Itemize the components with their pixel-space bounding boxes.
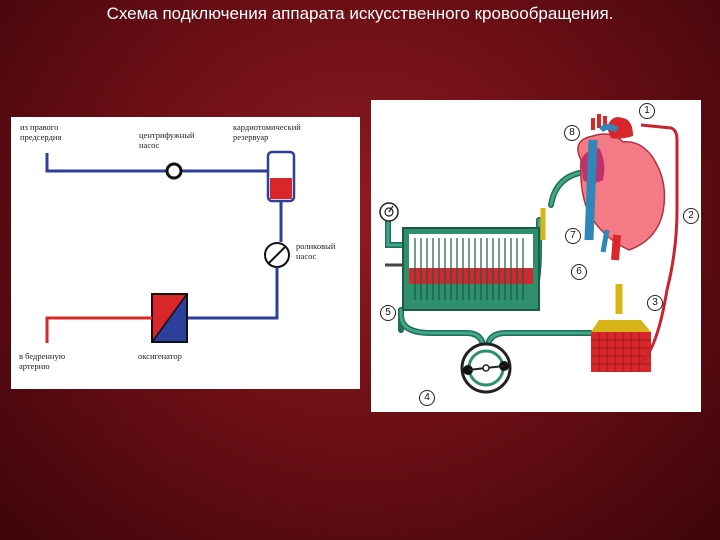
cardiotomy-reservoir-symbol bbox=[266, 150, 296, 203]
roller-pump bbox=[460, 342, 512, 394]
cpb-illustration-panel: 1 2 3 4 5 6 7 8 bbox=[371, 100, 701, 412]
cardiotomy-reservoir bbox=[591, 284, 651, 372]
callout-1: 1 bbox=[639, 103, 655, 119]
pump-to-oxygenator-line bbox=[187, 267, 279, 320]
label-roller-pump: роликовый насос bbox=[296, 241, 336, 261]
roller-pump-symbol bbox=[264, 242, 290, 268]
centrifugal-pump-symbol bbox=[165, 162, 183, 180]
callout-7: 7 bbox=[565, 228, 581, 244]
cpb-schematic-panel: из правого предсердия центрифужный насос… bbox=[11, 117, 360, 389]
oxygenator-block bbox=[385, 227, 540, 311]
arterial-line bbox=[640, 123, 679, 364]
label-centrifugal-pump: центрифужный насос bbox=[139, 130, 195, 150]
callout-6: 6 bbox=[571, 264, 587, 280]
pressure-gauge-icon bbox=[379, 202, 399, 222]
callout-8: 8 bbox=[564, 125, 580, 141]
label-to-femoral-artery: в бедренную артерию bbox=[19, 351, 66, 371]
callout-5: 5 bbox=[380, 305, 396, 321]
heart-illustration bbox=[577, 114, 666, 261]
venous-line bbox=[45, 153, 283, 184]
oxygenator-symbol bbox=[151, 293, 188, 343]
callout-4: 4 bbox=[419, 390, 435, 406]
callout-2: 2 bbox=[683, 208, 699, 224]
slide-title: Схема подключения аппарата искусственног… bbox=[106, 4, 614, 23]
cpb-schematic-svg bbox=[45, 150, 296, 343]
callout-3: 3 bbox=[647, 295, 663, 311]
arterial-return-line bbox=[45, 316, 152, 343]
label-oxygenator: оксигенатор bbox=[138, 351, 182, 361]
label-cardiotomy-reservoir: кардиотомический резервуар bbox=[233, 122, 301, 142]
label-from-right-atrium: из правого предсердия bbox=[20, 122, 62, 142]
cpb-illustration-svg bbox=[379, 114, 679, 394]
